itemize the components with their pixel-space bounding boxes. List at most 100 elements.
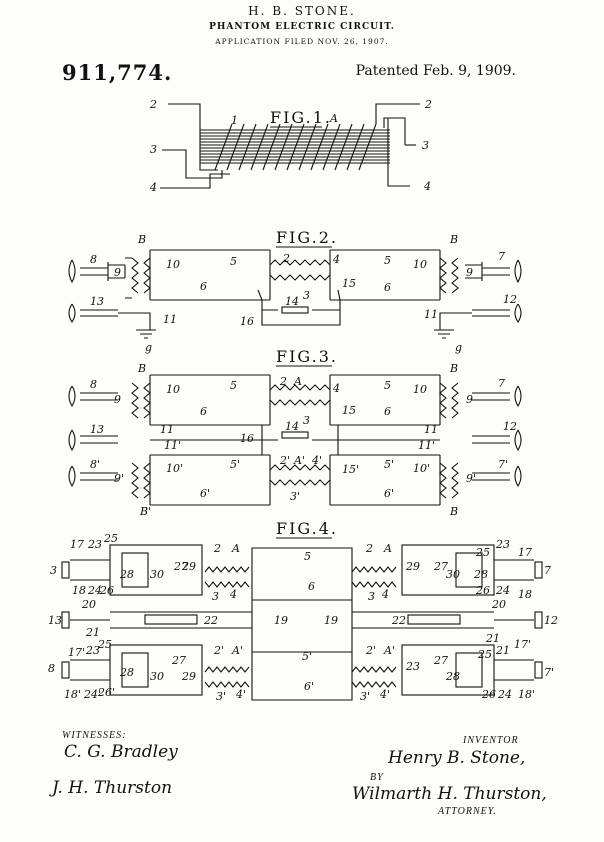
fig4-title: FIG.4. — [276, 519, 338, 538]
attorney-signature: Wilmarth H. Thurston, — [352, 784, 547, 804]
svg-text:A': A' — [293, 454, 305, 467]
svg-text:24: 24 — [497, 688, 512, 701]
svg-text:3': 3' — [360, 690, 370, 703]
svg-text:3: 3 — [368, 590, 375, 603]
svg-text:3: 3 — [422, 139, 429, 152]
svg-text:2: 2 — [424, 98, 432, 111]
svg-text:9: 9 — [466, 266, 473, 279]
svg-text:6': 6' — [384, 487, 394, 500]
svg-text:6': 6' — [200, 487, 210, 500]
svg-text:26: 26 — [99, 584, 114, 597]
svg-text:3: 3 — [303, 414, 310, 427]
fig3-title: FIG.3. — [276, 347, 338, 366]
svg-text:30: 30 — [150, 670, 164, 683]
svg-text:26: 26 — [481, 688, 496, 701]
svg-text:8: 8 — [90, 253, 97, 266]
svg-text:8': 8' — [90, 458, 100, 471]
svg-text:3: 3 — [50, 564, 57, 577]
svg-text:B: B — [137, 362, 146, 375]
svg-text:20: 20 — [81, 598, 96, 611]
svg-text:26': 26' — [97, 686, 115, 699]
svg-text:8: 8 — [90, 378, 97, 391]
svg-text:16: 16 — [240, 315, 254, 328]
svg-text:5: 5 — [384, 254, 391, 267]
svg-text:29: 29 — [181, 560, 196, 573]
svg-text:4': 4' — [311, 454, 322, 467]
figure-4: FIG.4. — [48, 519, 558, 703]
application-filed: APPLICATION FILED NOV. 26, 1907. — [215, 37, 389, 46]
svg-text:29: 29 — [405, 560, 420, 573]
inventor-label: INVENTOR — [463, 735, 519, 746]
svg-text:15: 15 — [342, 404, 356, 417]
svg-text:23: 23 — [87, 538, 102, 551]
svg-text:14: 14 — [285, 420, 299, 433]
svg-text:5': 5' — [302, 650, 312, 663]
svg-text:11: 11 — [424, 423, 438, 436]
svg-text:7': 7' — [498, 458, 508, 471]
svg-text:16: 16 — [240, 432, 254, 445]
svg-text:2: 2 — [282, 252, 290, 265]
svg-text:10': 10' — [166, 462, 183, 475]
svg-text:27: 27 — [171, 654, 186, 667]
svg-text:13: 13 — [90, 423, 104, 436]
svg-text:12: 12 — [544, 614, 558, 627]
fig2-transmitter-right — [434, 303, 522, 339]
fig2-telephone-right — [465, 259, 522, 284]
svg-text:25: 25 — [477, 648, 492, 661]
svg-text:11: 11 — [163, 313, 177, 326]
svg-text:8: 8 — [48, 662, 55, 675]
svg-text:6: 6 — [200, 405, 207, 418]
svg-text:13: 13 — [90, 295, 104, 308]
svg-text:4': 4' — [379, 688, 390, 701]
svg-text:9': 9' — [466, 472, 476, 485]
svg-text:4: 4 — [229, 588, 237, 601]
svg-text:3: 3 — [303, 289, 310, 302]
fig1-coil-core — [200, 129, 390, 164]
svg-text:13: 13 — [48, 614, 62, 627]
svg-text:g: g — [455, 341, 462, 354]
svg-text:30: 30 — [150, 568, 164, 581]
patent-number: 911,774. — [62, 60, 173, 85]
svg-text:A: A — [329, 112, 338, 125]
svg-text:17: 17 — [518, 546, 532, 559]
svg-text:2: 2 — [279, 375, 287, 388]
fig1-winding — [214, 123, 377, 171]
svg-text:2: 2 — [149, 98, 157, 111]
svg-text:5: 5 — [230, 379, 237, 392]
svg-text:17': 17' — [514, 638, 531, 651]
svg-text:2': 2' — [279, 454, 290, 467]
svg-text:24: 24 — [87, 584, 102, 597]
svg-text:A: A — [231, 542, 240, 555]
fig2-transmitter-left — [68, 303, 156, 339]
svg-text:5': 5' — [384, 458, 394, 471]
svg-text:6: 6 — [200, 280, 207, 293]
svg-text:17': 17' — [68, 646, 85, 659]
svg-text:9: 9 — [114, 393, 121, 406]
svg-text:28: 28 — [445, 670, 460, 683]
svg-text:21: 21 — [485, 632, 500, 645]
fig2-title: FIG.2. — [276, 228, 338, 247]
svg-text:25: 25 — [97, 638, 112, 651]
svg-text:2: 2 — [213, 542, 221, 555]
svg-text:27: 27 — [433, 654, 448, 667]
svg-text:B: B — [137, 233, 146, 246]
svg-text:24: 24 — [495, 584, 510, 597]
svg-text:6: 6 — [384, 405, 391, 418]
svg-text:7: 7 — [498, 377, 505, 390]
svg-text:21: 21 — [495, 644, 510, 657]
svg-text:29: 29 — [181, 670, 196, 683]
svg-text:B': B' — [139, 505, 151, 518]
svg-text:A: A — [293, 375, 302, 388]
svg-text:26: 26 — [475, 584, 490, 597]
patent-title: PHANTOM ELECTRIC CIRCUIT. — [209, 22, 395, 32]
svg-text:4: 4 — [381, 588, 389, 601]
svg-text:10: 10 — [413, 258, 427, 271]
witnesses-label: WITNESSES: — [62, 730, 127, 741]
svg-text:18: 18 — [518, 588, 532, 601]
svg-text:28: 28 — [473, 568, 488, 581]
svg-text:10': 10' — [413, 462, 430, 475]
svg-text:2': 2' — [213, 644, 224, 657]
svg-text:3': 3' — [290, 490, 300, 503]
svg-text:19: 19 — [274, 614, 288, 627]
svg-text:10: 10 — [166, 258, 180, 271]
